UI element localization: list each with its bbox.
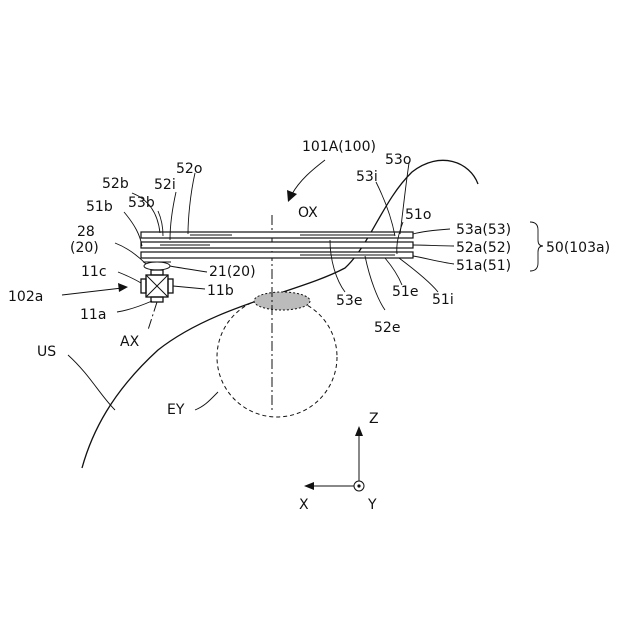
label-53e: 53e (336, 293, 362, 309)
label-52i: 52i (154, 177, 176, 193)
light-guide-stack (141, 232, 413, 258)
label-axis-z: Z (369, 411, 379, 427)
display-11c (141, 279, 146, 293)
cornea-region (254, 292, 310, 310)
label-axis-y: Y (367, 497, 377, 513)
label-53b: 53b (128, 195, 155, 211)
arrowhead-102a (118, 283, 128, 292)
axis-z-arrow (355, 426, 363, 436)
label-52o: 52o (176, 161, 202, 177)
display-top (151, 270, 163, 275)
label-52a: 52a(52) (456, 240, 511, 256)
label-52b: 52b (102, 176, 129, 192)
label-ax: AX (120, 334, 140, 350)
label-ox: OX (298, 205, 318, 221)
coordinate-system (304, 426, 364, 491)
label-51b: 51b (86, 199, 113, 215)
label-ey: EY (167, 402, 185, 418)
display-element-11 (141, 270, 173, 302)
label-28: 28 (77, 224, 95, 240)
ray-arrowhead (287, 190, 297, 202)
label-53o: 53o (385, 152, 411, 168)
label-51a: 51a(51) (456, 258, 511, 274)
label-102a: 102a (8, 289, 43, 305)
label-101a: 101A(100) (302, 139, 376, 155)
ray-arrow-101a (292, 160, 325, 194)
axis-x-arrow (304, 482, 314, 490)
label-51e: 51e (392, 284, 418, 300)
label-51o: 51o (405, 207, 431, 223)
label-53a: 53a(53) (456, 222, 511, 238)
eyeball (217, 297, 337, 417)
brace-50 (530, 222, 543, 271)
arrow-102a (62, 288, 122, 295)
label-11a: 11a (80, 307, 106, 323)
label-50: 50(103a) (546, 240, 610, 256)
label-51i: 51i (432, 292, 454, 308)
display-axis-ax (148, 302, 157, 330)
display-11a (151, 297, 163, 302)
label-52e: 52e (374, 320, 400, 336)
label-axis-x: X (299, 497, 309, 513)
label-11b: 11b (207, 283, 234, 299)
label-11c: 11c (81, 264, 107, 280)
label-53i: 53i (356, 169, 378, 185)
label-20: (20) (70, 240, 99, 256)
label-us: US (37, 344, 56, 360)
coupling-element-21 (144, 262, 170, 270)
display-11b (168, 279, 173, 293)
label-21: 21(20) (209, 264, 256, 280)
